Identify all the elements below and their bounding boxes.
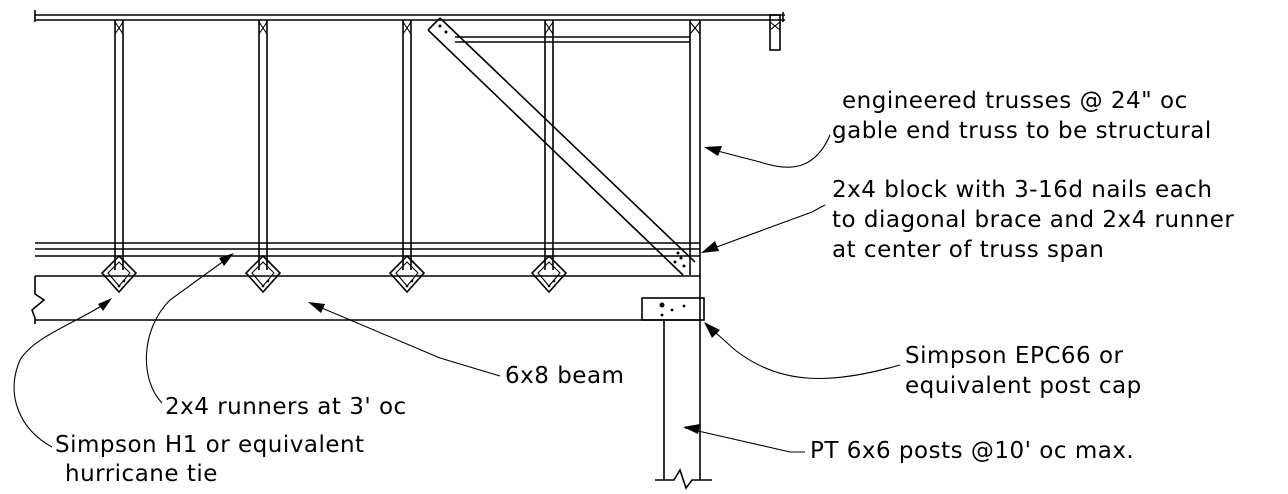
hurricane-tie: [530, 254, 568, 294]
post-cap: [641, 297, 705, 321]
hurricane-tie: [100, 254, 138, 294]
hurricane-tie: [244, 254, 282, 294]
callout-labels: engineered trusses @ 24" oc gable end tr…: [55, 88, 1234, 487]
runner-2x4: [35, 242, 700, 257]
label-tie-line1: Simpson H1 or equivalent: [55, 432, 365, 458]
gable-end-truss: [689, 20, 701, 320]
hurricane-tie: [388, 254, 426, 294]
label-posts: PT 6x6 posts @10' oc max.: [810, 438, 1134, 464]
truss-web: [258, 20, 268, 270]
pt-post: [655, 320, 712, 490]
label-postcap-line1: Simpson EPC66 or: [905, 343, 1124, 369]
top-strut: [455, 36, 690, 43]
truss-web: [544, 20, 554, 270]
truss-web: [114, 20, 124, 270]
label-runners: 2x4 runners at 3' oc: [165, 394, 407, 420]
label-trusses-line2: gable end truss to be structural: [832, 118, 1212, 144]
label-block-line2: to diagonal brace and 2x4 runner: [832, 207, 1234, 233]
truss-web: [402, 20, 412, 270]
top-chord: [34, 10, 785, 51]
truss-webs: [114, 20, 701, 320]
diagonal-brace: [427, 17, 696, 276]
label-postcap-line2: equivalent post cap: [905, 373, 1142, 399]
label-beam: 6x8 beam: [505, 363, 624, 389]
label-trusses-line1: engineered trusses @ 24" oc: [842, 88, 1188, 114]
hurricane-ties: [100, 254, 568, 294]
label-tie-line2: hurricane tie: [65, 461, 218, 487]
label-block-line1: 2x4 block with 3-16d nails each: [832, 177, 1212, 203]
label-block-line3: at center of truss span: [832, 237, 1104, 263]
leaders: [13, 134, 901, 453]
beam-6x8: [31, 275, 700, 324]
